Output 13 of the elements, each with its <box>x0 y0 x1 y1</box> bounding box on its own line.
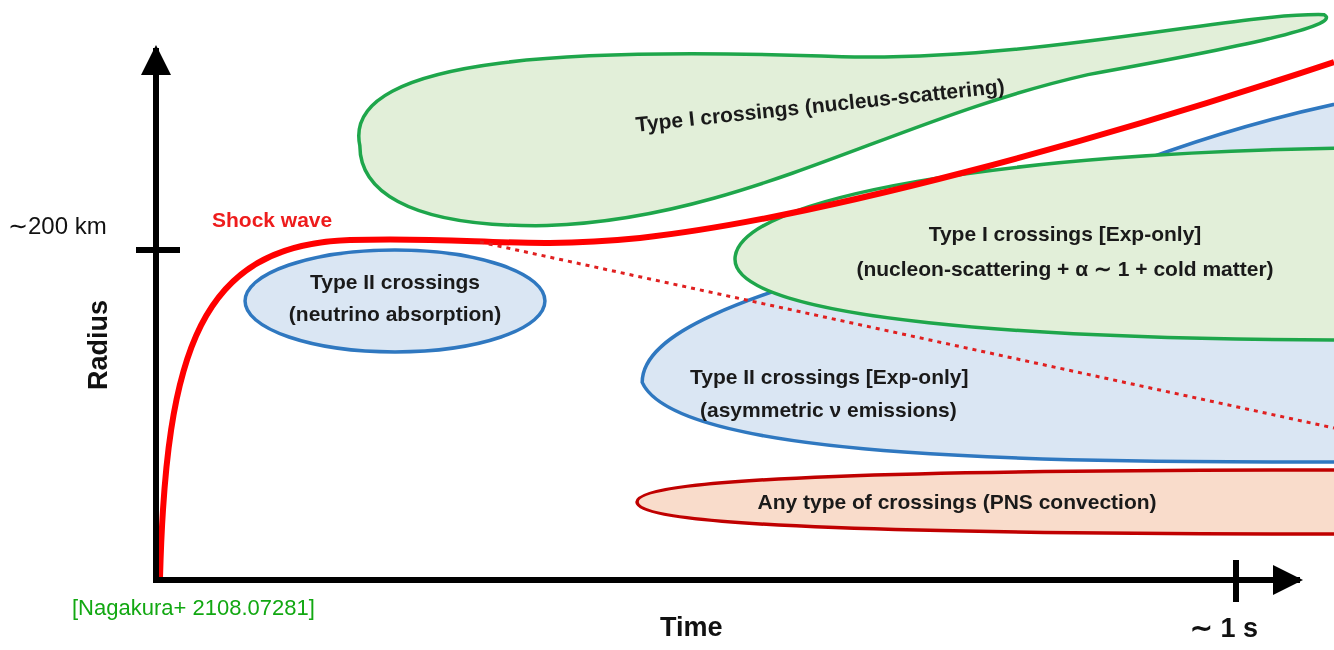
region-description: (asymmetric ν emissions) <box>700 397 957 424</box>
citation-text: [Nagakura+ 2108.07281] <box>72 595 315 621</box>
region-title: Type II crossings <box>310 269 480 296</box>
axis-title: Radius <box>82 300 114 390</box>
region-title: Type II crossings [Exp-only] <box>690 364 969 391</box>
region-description: (nucleon-scattering + α ∼ 1 + cold matter) <box>856 256 1274 283</box>
curve-label: Shock wave <box>212 208 333 232</box>
tick-label: ∼200 km <box>8 212 107 240</box>
region-title: Type I crossings [Exp-only] <box>928 221 1202 248</box>
region-description: (neutrino absorption) <box>288 301 502 328</box>
region-title: Any type of crossings (PNS convection) <box>757 489 1157 516</box>
axis-title: Time <box>660 612 723 643</box>
tick-label: ∼ 1 s <box>1190 612 1259 644</box>
